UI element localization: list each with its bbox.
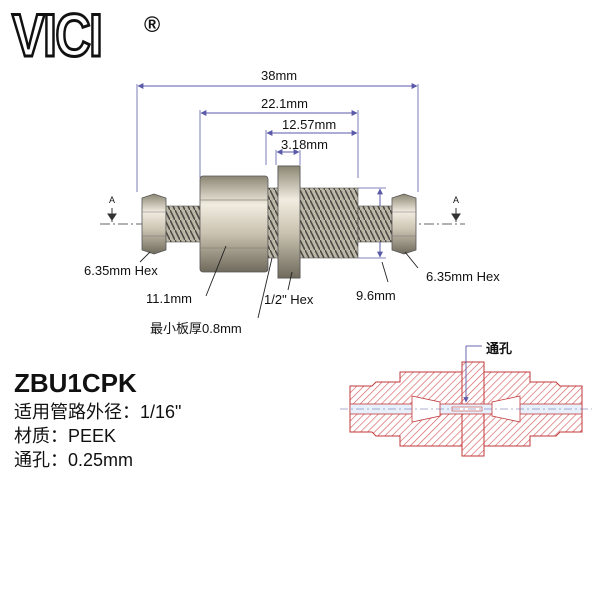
spec-bore: 通孔：0.25mm <box>14 450 134 470</box>
extension-lines <box>136 84 419 259</box>
dim-right-hex: 6.35mm Hex <box>426 269 500 284</box>
section-mark-left: A <box>109 195 116 205</box>
spec-tubing-od: 适用管路外径：1/16" <box>14 402 182 422</box>
logo-text: VICI <box>11 2 104 69</box>
section-mark-right: A <box>453 195 460 205</box>
right-hex-nut <box>391 193 417 255</box>
vici-logo: VICI ® <box>11 2 162 69</box>
spec-material: 材质：PEEK <box>14 426 117 446</box>
dim-left-hex: 6.35mm Hex <box>84 263 158 278</box>
right-thread <box>357 205 393 243</box>
dim-body-hex: 11.1mm <box>146 291 192 306</box>
bore-label: 通孔 <box>486 341 513 356</box>
left-thread <box>165 205 201 243</box>
dim-body-length: 22.1mm <box>261 96 308 111</box>
dim-thread-length: 12.57mm <box>282 117 337 132</box>
section-a-marks <box>107 208 461 222</box>
dim-thread-diameter: 9.6mm <box>356 288 396 303</box>
model-number: ZBU1CPK <box>14 368 137 398</box>
left-hex-nut <box>141 193 167 255</box>
leader-lines <box>139 245 419 319</box>
bore-leader <box>463 345 482 403</box>
cross-section <box>340 361 592 457</box>
body-hex <box>199 175 269 273</box>
dim-panel-hex: 1/2" Hex <box>264 292 314 307</box>
registered-mark: ® <box>144 12 161 37</box>
dim-overall-length: 38mm <box>261 68 298 83</box>
dim-nut-width: 3.18mm <box>281 137 328 152</box>
dim-min-panel-thickness: 最小板厚0.8mm <box>150 321 242 336</box>
